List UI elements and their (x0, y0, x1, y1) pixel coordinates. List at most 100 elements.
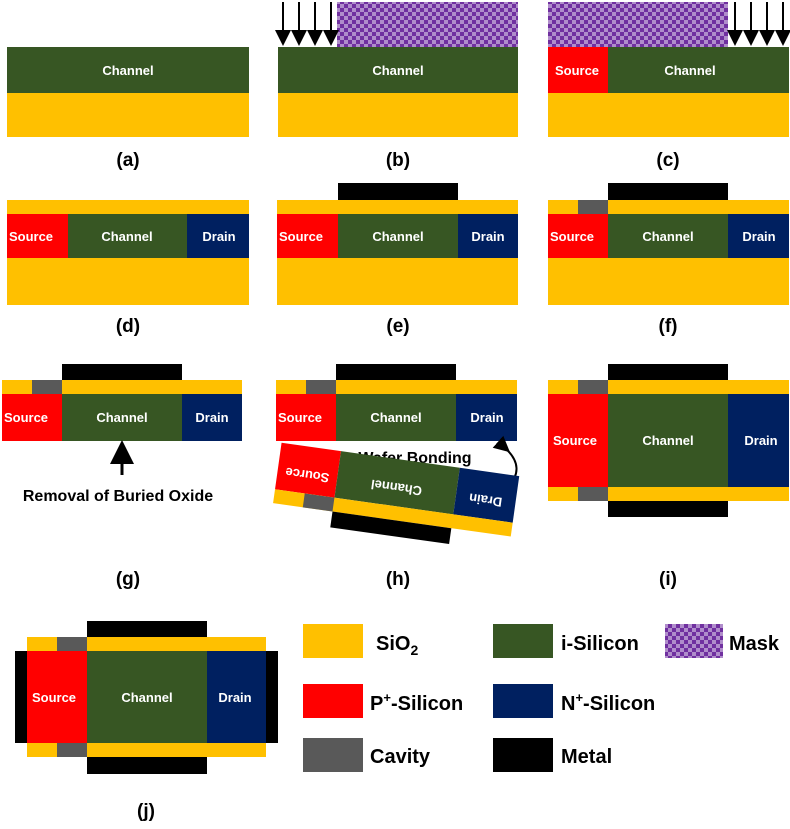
caption-j: (j) (137, 801, 155, 822)
buried-oxide (7, 93, 249, 137)
channel-label: Channel (372, 63, 423, 78)
svg-text:N+-Silicon: N+-Silicon (561, 690, 655, 715)
caption-g: (g) (116, 569, 140, 590)
drain-label: Drain (470, 410, 503, 425)
channel-region (608, 47, 789, 93)
channel-region (62, 394, 182, 441)
gate-metal (330, 511, 452, 545)
legend-n-suffix: -Silicon (583, 693, 655, 715)
svg-text:SiO2: SiO2 (376, 633, 418, 658)
legend-i-silicon-label: i-Silicon (561, 633, 639, 655)
top-gate-metal (608, 364, 728, 380)
drain-contact-metal (266, 651, 278, 743)
top-gate-metal (87, 621, 207, 637)
channel-region (87, 651, 207, 743)
legend-swatch-metal (493, 738, 553, 772)
drain-region (453, 467, 520, 523)
legend-swatch-cavity (303, 738, 363, 772)
drain-label: Drain (468, 490, 503, 509)
legend-mask: Mask (665, 624, 780, 658)
step-h: Source Channel Drain Wafer Bonding Sourc… (273, 364, 520, 590)
mask-layer (337, 2, 518, 47)
buried-oxide (277, 258, 518, 305)
top-gate-metal (338, 183, 458, 200)
source-label: Source (32, 690, 76, 705)
legend-swatch-sio2 (303, 624, 363, 658)
drain-label: Drain (744, 433, 777, 448)
legend-n-prefix: N (561, 693, 575, 715)
caption-b: (b) (386, 150, 410, 171)
source-label: Source (4, 410, 48, 425)
source-region (277, 214, 338, 258)
source-region (548, 47, 608, 93)
caption-f: (f) (659, 316, 678, 337)
channel-label: Channel (664, 63, 715, 78)
cavity (578, 200, 608, 214)
legend-mask-label: Mask (729, 633, 780, 655)
implant-arrows (275, 2, 339, 46)
channel-label: Channel (96, 410, 147, 425)
legend-p-suffix: -Silicon (391, 693, 463, 715)
drain-region (207, 651, 266, 743)
legend-n-superscript: + (575, 690, 583, 705)
drain-region (458, 214, 518, 258)
buried-oxide (548, 93, 789, 137)
buried-oxide (548, 258, 789, 305)
source-label: Source (555, 63, 599, 78)
legend-swatch-mask (665, 624, 723, 658)
cavity (57, 743, 87, 757)
top-gate-metal (336, 364, 456, 380)
source-label: Source (553, 433, 597, 448)
legend-cavity: Cavity (303, 738, 431, 772)
drain-region (187, 214, 249, 258)
top-gate-metal (62, 364, 182, 380)
legend-swatch-p-silicon (303, 684, 363, 718)
implant-arrows (727, 2, 790, 46)
source-contact-metal (15, 651, 27, 743)
channel-region (338, 214, 458, 258)
drain-region (728, 394, 789, 487)
cavity (578, 380, 608, 394)
channel-label: Channel (642, 229, 693, 244)
legend-p-superscript: + (383, 690, 391, 705)
step-e: Source Channel Drain (e) (277, 183, 518, 337)
caption-h: (h) (386, 569, 410, 590)
legend-cavity-label: Cavity (370, 746, 431, 768)
legend-i-silicon: i-Silicon (493, 624, 639, 658)
step-d: Source Channel Drain (d) (7, 200, 249, 337)
caption-c: (c) (656, 150, 679, 171)
caption-e: (e) (386, 316, 409, 337)
bottom-gate-metal (608, 501, 728, 517)
source-region (27, 651, 87, 743)
source-region (276, 394, 336, 441)
legend: SiO2 i-Silicon Mask P+-Silicon N+-Silico… (303, 624, 780, 772)
cavity (32, 380, 62, 394)
legend-metal-label: Metal (561, 746, 612, 768)
drain-label: Drain (471, 229, 504, 244)
drain-label: Drain (195, 410, 228, 425)
channel-label: Channel (370, 477, 423, 499)
top-oxide (548, 200, 789, 214)
buried-oxide (278, 93, 518, 137)
drain-region (728, 214, 789, 258)
drain-label: Drain (218, 690, 251, 705)
legend-sio2-label: SiO (376, 633, 410, 655)
drain-region (456, 394, 517, 441)
channel-region (334, 451, 460, 515)
removal-annotation: Removal of Buried Oxide (23, 488, 213, 505)
cavity (306, 380, 336, 394)
step-a: Channel (a) (7, 47, 249, 171)
svg-text:P+-Silicon: P+-Silicon (370, 690, 463, 715)
channel-region (7, 47, 249, 93)
source-label: Source (279, 229, 323, 244)
legend-sio2-subscript: 2 (410, 642, 418, 658)
step-i: Source Channel Drain (i) (548, 364, 789, 590)
cavity (302, 493, 335, 512)
channel-label: Channel (102, 63, 153, 78)
top-gate-metal (608, 183, 728, 200)
legend-n-silicon: N+-Silicon (493, 684, 655, 718)
cavity (57, 637, 87, 651)
legend-swatch-n-silicon (493, 684, 553, 718)
top-oxide (7, 200, 249, 214)
